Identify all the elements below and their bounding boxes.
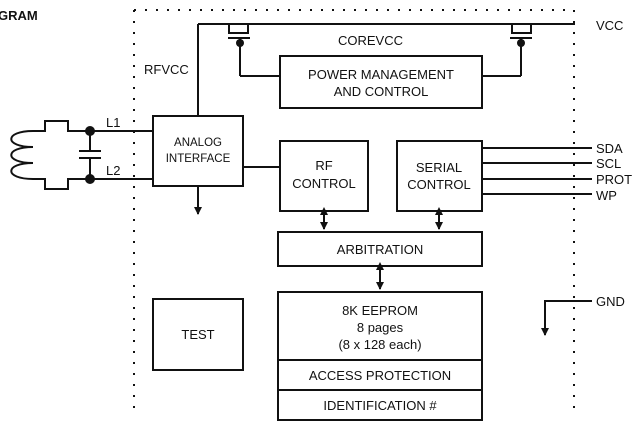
power-management-label-line1: POWER MANAGEMENT bbox=[308, 67, 454, 82]
serial-control-block bbox=[396, 140, 483, 212]
serial-control-label-line2: CONTROL bbox=[407, 177, 471, 192]
antenna-coil bbox=[10, 120, 90, 190]
identification-block bbox=[277, 389, 483, 421]
rf-control-label-line1: RF bbox=[315, 158, 332, 173]
l1-label: L1 bbox=[106, 115, 120, 130]
eeprom-label-line3: (8 x 128 each) bbox=[338, 337, 421, 352]
identification-label: IDENTIFICATION # bbox=[323, 398, 437, 413]
sda-label: SDA bbox=[596, 141, 623, 156]
gnd-wire bbox=[541, 300, 592, 336]
corevcc-label: COREVCC bbox=[338, 33, 403, 48]
rf-control-label-line2: CONTROL bbox=[292, 176, 356, 191]
wp-label: WP bbox=[596, 188, 617, 203]
diagram-title: GRAM bbox=[0, 8, 38, 23]
access-protection-label: ACCESS PROTECTION bbox=[309, 368, 451, 383]
l2-label: L2 bbox=[106, 163, 120, 178]
power-management-label-line2: AND CONTROL bbox=[334, 84, 429, 99]
analog-interface-block bbox=[152, 115, 244, 187]
scl-label: SCL bbox=[596, 156, 621, 171]
gnd-label: GND bbox=[596, 294, 625, 309]
power-management-block bbox=[279, 55, 483, 109]
arbitration-label: ARBITRATION bbox=[337, 242, 423, 257]
analog-interface-label-line2: INTERFACE bbox=[166, 153, 231, 165]
test-block bbox=[152, 298, 244, 371]
prot-label: PROT bbox=[596, 172, 632, 187]
eeprom-label-line2: 8 pages bbox=[357, 320, 404, 335]
eeprom-block bbox=[277, 291, 483, 361]
right-pass-transistor bbox=[510, 24, 532, 76]
eeprom-label-line1: 8K EEPROM bbox=[342, 303, 418, 318]
rfvcc-label: RFVCC bbox=[144, 62, 189, 77]
serial-control-label-line1: SERIAL bbox=[416, 160, 462, 175]
arbitration-block bbox=[277, 231, 483, 267]
left-pass-transistor bbox=[228, 24, 250, 76]
vcc-label: VCC bbox=[596, 18, 623, 33]
analog-interface-label-line1: ANALOG bbox=[174, 137, 222, 149]
tuning-capacitor bbox=[79, 131, 101, 179]
test-label: TEST bbox=[181, 327, 214, 342]
